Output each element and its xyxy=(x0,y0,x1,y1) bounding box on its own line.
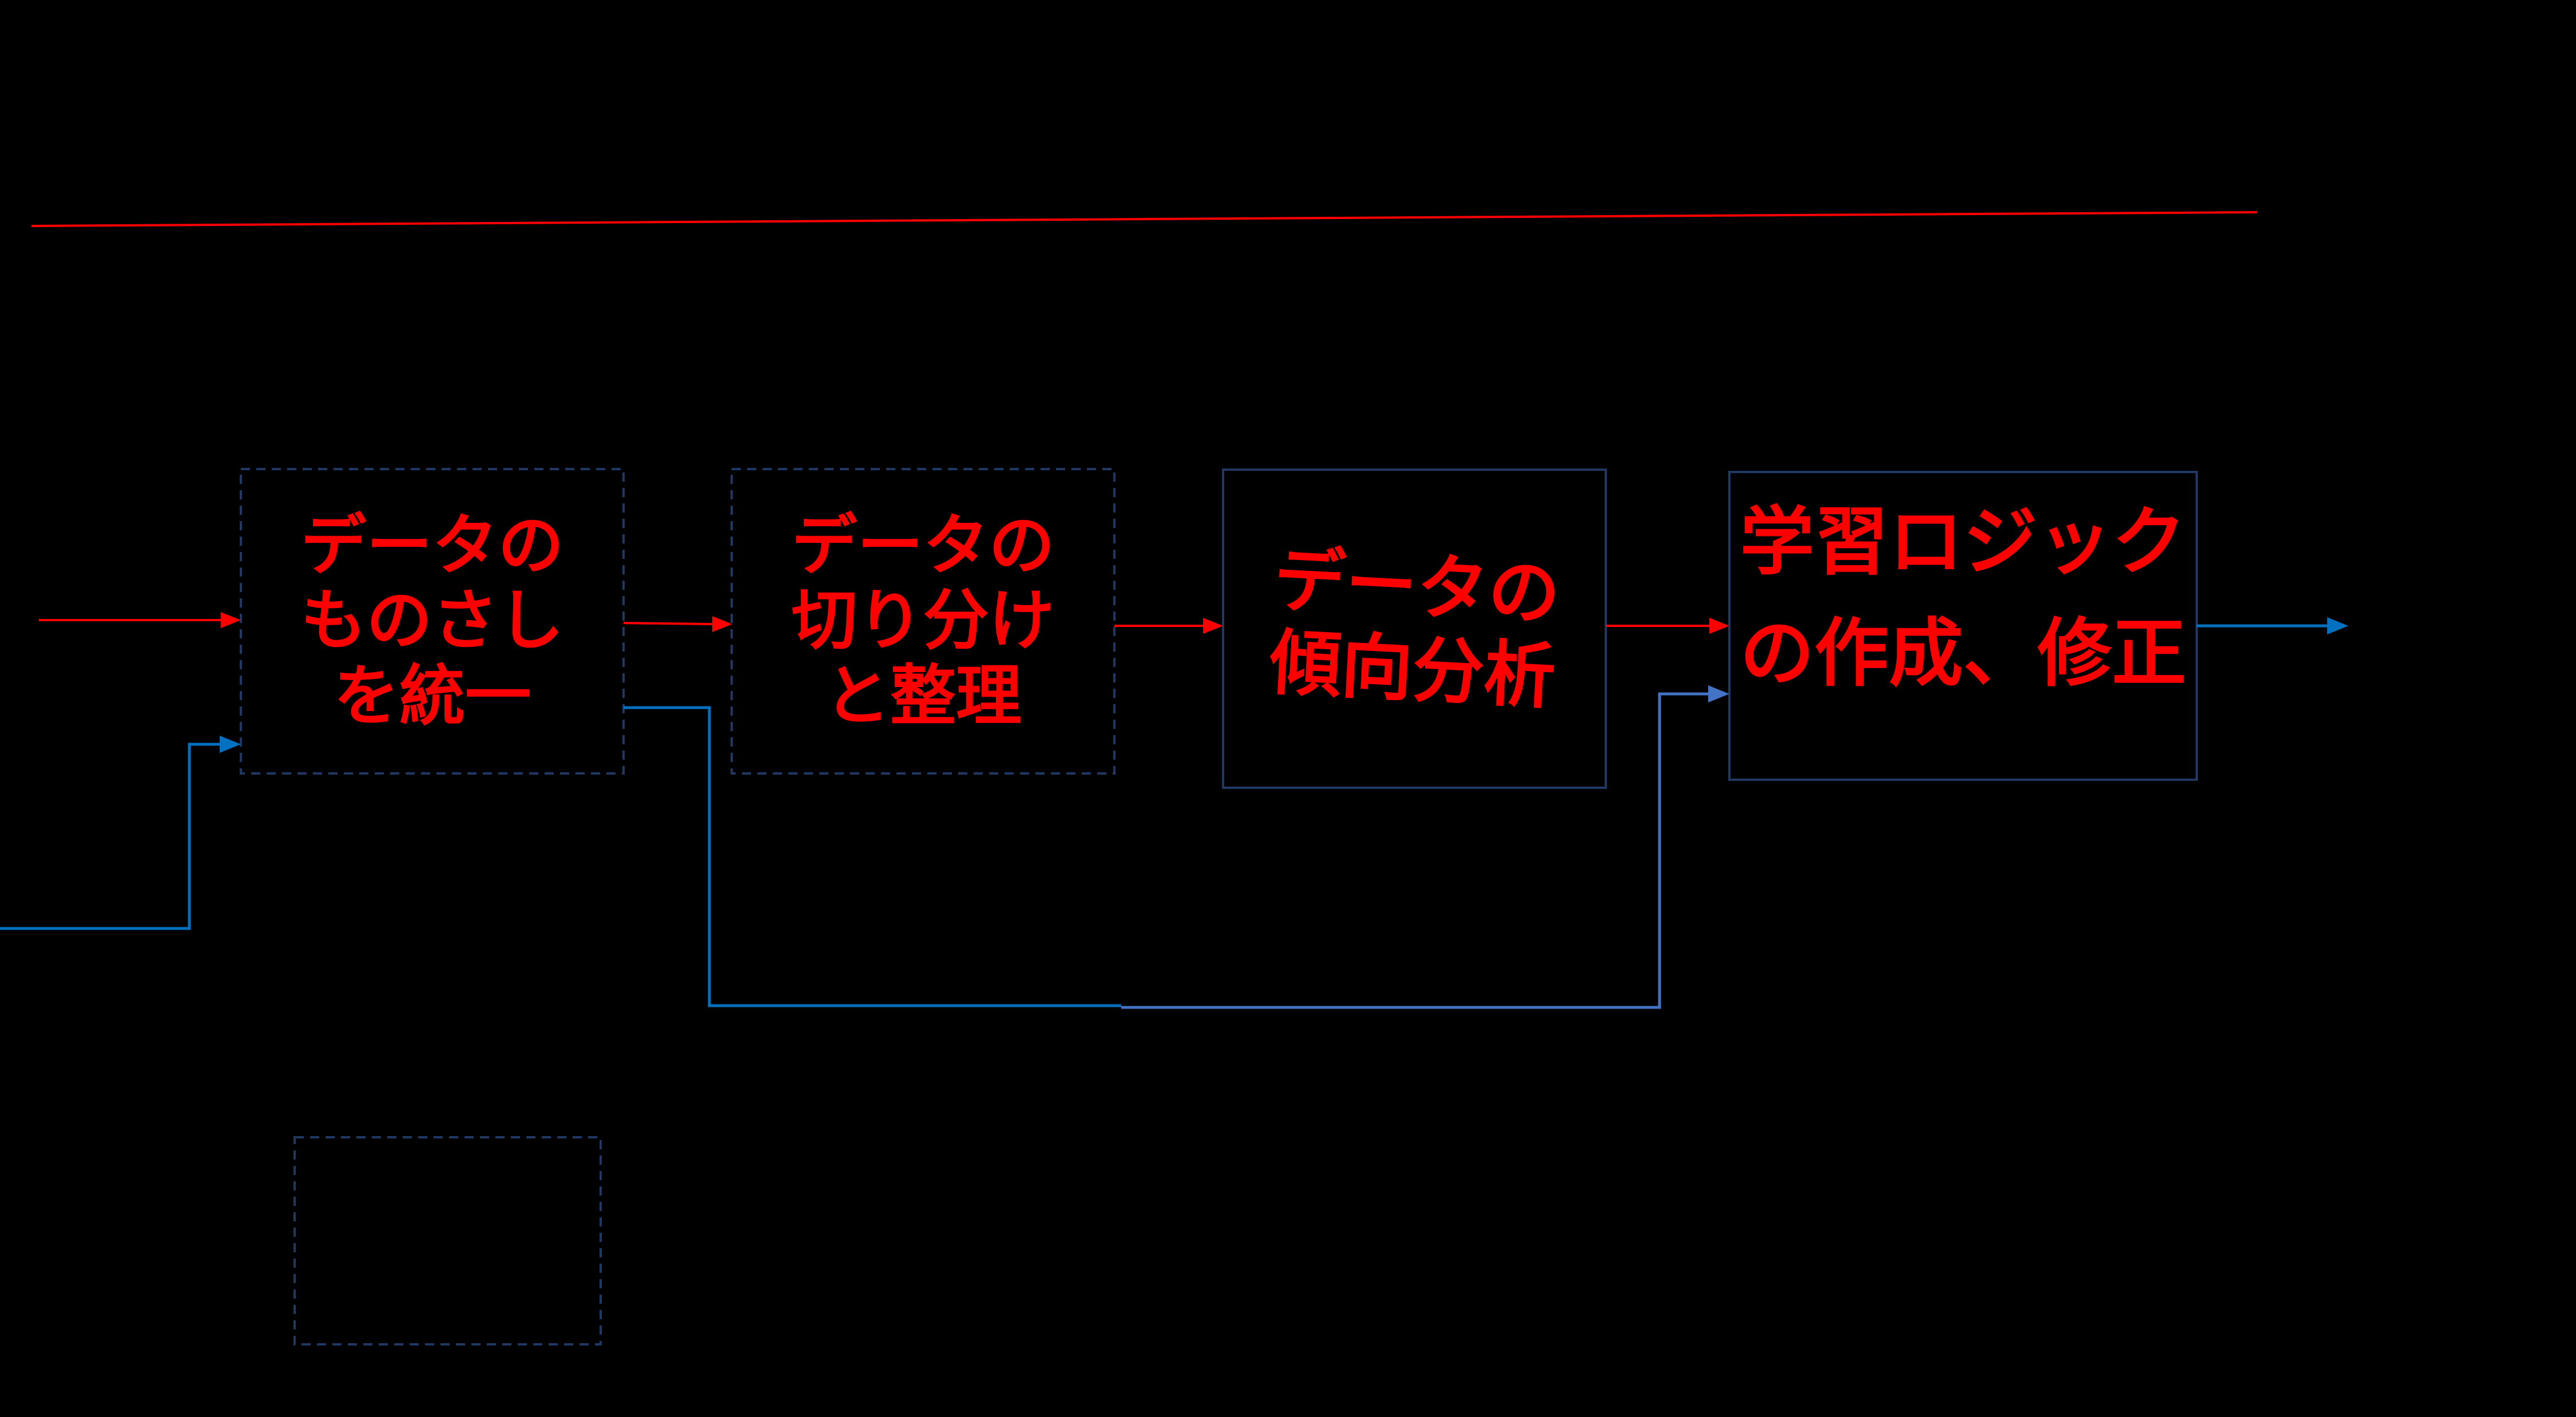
box-border-unify-data-scale xyxy=(240,468,625,775)
blue-elbow-from-step1 xyxy=(624,706,1121,1007)
empty-placeholder-box xyxy=(295,1137,601,1344)
box-label-line: を統一 xyxy=(333,659,531,733)
top-red-rule xyxy=(31,211,2257,227)
box-label-line: 傾向分析 xyxy=(1267,622,1558,717)
blue-arrow-output xyxy=(2197,617,2348,634)
red-arrow-step1-to-step2 xyxy=(623,616,732,632)
box-label-line: ものさし xyxy=(300,584,564,658)
red-arrow-step3-to-step4 xyxy=(1606,618,1729,634)
blue-elbow-into-step4 xyxy=(1121,685,1729,1009)
box-border-empty-placeholder xyxy=(293,1136,602,1345)
process-box-learning-logic: 学習ロジック の作成、修正 xyxy=(1729,472,2197,780)
process-box-data-trend-analysis: データの 傾向分析 xyxy=(1223,470,1606,788)
box-label-line: データの xyxy=(1271,540,1562,635)
box-label-line: データの xyxy=(300,509,564,583)
box-label-line: 切り分け xyxy=(791,584,1055,658)
process-box-unify-data-scale: データの ものさし を統一 xyxy=(241,469,624,773)
red-arrow-input xyxy=(39,612,241,628)
box-border-data-split-organize xyxy=(731,468,1116,775)
box-label-line: データの xyxy=(791,509,1055,583)
box-label-line: と整理 xyxy=(824,659,1022,733)
blue-feedback-into-step1 xyxy=(0,736,241,930)
red-arrow-step2-to-step3 xyxy=(1114,618,1223,634)
box-label-line: の作成、修正 xyxy=(1740,612,2186,695)
process-box-data-split-organize: データの 切り分け と整理 xyxy=(732,469,1114,773)
box-border-data-trend-analysis xyxy=(1222,469,1607,789)
box-label-line: 学習ロジック xyxy=(1740,500,2186,584)
